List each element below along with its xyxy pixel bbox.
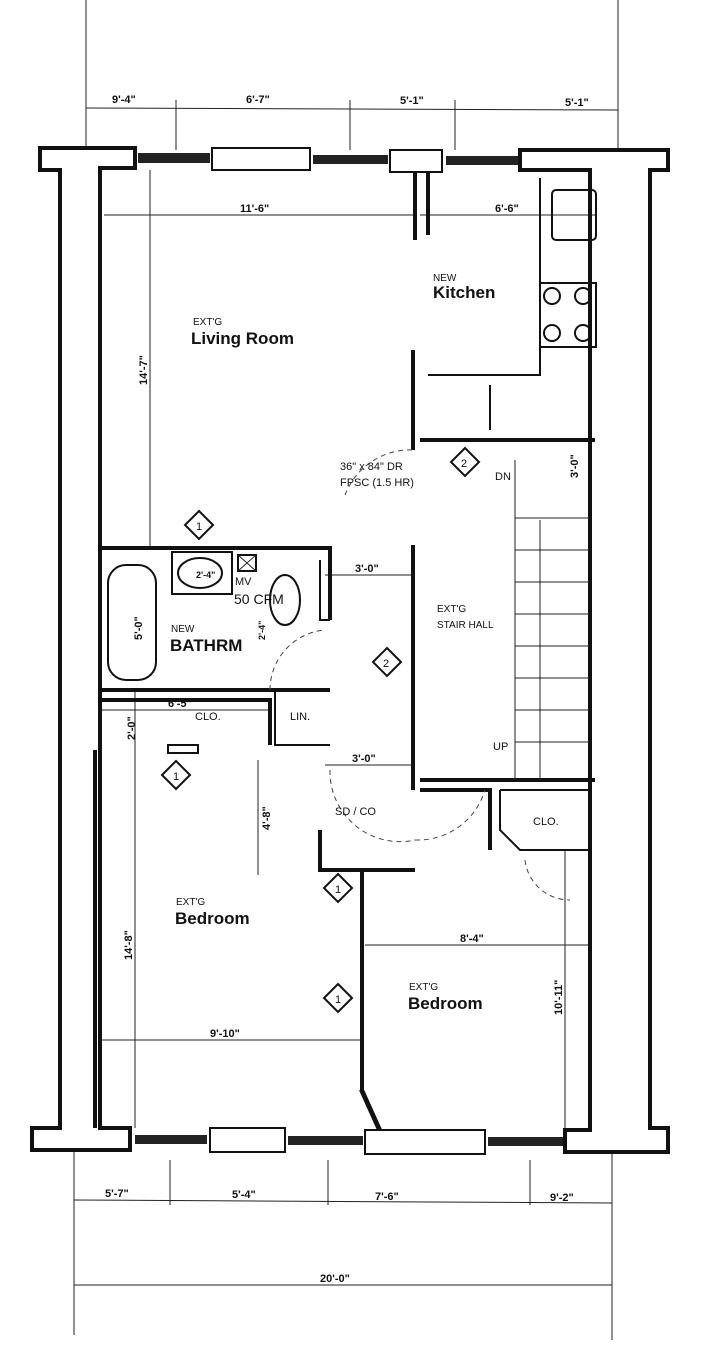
living-room-prefix: EXT'G xyxy=(193,317,222,328)
door-tag-2: 2 xyxy=(383,658,389,670)
linen-label: LIN. xyxy=(290,711,310,723)
stair-hall-label: STAIR HALL xyxy=(437,620,494,631)
door-tag-1: 1 xyxy=(173,771,179,783)
exterior-walls xyxy=(30,146,670,1155)
fan-note-2: 50 CFM xyxy=(234,591,284,607)
dim-top-4: 5'-1" xyxy=(565,97,589,109)
stair-dn: DN xyxy=(495,471,511,483)
kitchen-label: Kitchen xyxy=(433,283,495,302)
kitchen-sink xyxy=(551,189,597,241)
door-tag-1: 1 xyxy=(196,521,202,533)
bedroom2-label: Bedroom xyxy=(408,994,483,1013)
vanity xyxy=(171,551,233,595)
closet2-label: CLO. xyxy=(533,816,559,828)
door-spec-line1: 36" x 84" DR xyxy=(340,461,403,473)
closet-rod xyxy=(167,744,199,754)
dim-top-3: 5'-1" xyxy=(400,95,424,107)
dim-hall-lower: 3'-0" xyxy=(352,753,376,765)
sink xyxy=(177,557,223,589)
dim-top-2: 6'-7" xyxy=(246,94,270,106)
dim-top-1: 9'-4" xyxy=(112,94,136,106)
interior-walls xyxy=(93,172,595,1131)
smoke-detector-label: SD / CO xyxy=(335,806,376,818)
dim-overall: 20'-0" xyxy=(320,1273,350,1285)
living-room-label: Living Room xyxy=(191,329,294,348)
bedroom1-prefix: EXT'G xyxy=(176,897,205,908)
dim-bedroom1-depth: 14'-8" xyxy=(123,930,135,960)
window xyxy=(288,1136,363,1145)
dim-hall-upper: 3'-0" xyxy=(355,563,379,575)
dim-sink: 2'-4" xyxy=(196,570,215,580)
dimension-labels: 9'-4" 6'-7" 5'-1" 5'-1" 5'-7" 5'-4" 7'-6… xyxy=(105,94,589,1285)
door-tag-2: 2 xyxy=(461,458,467,470)
dim-living-width: 11'-6" xyxy=(240,203,269,215)
dim-bedroom2-width: 8'-4" xyxy=(460,933,484,945)
exhaust-fan xyxy=(237,554,257,572)
range xyxy=(539,282,597,348)
window xyxy=(446,156,518,165)
room-labels: EXT'G Living Room NEW Kitchen EXT'G STAI… xyxy=(170,273,495,1013)
stair-hall-prefix: EXT'G xyxy=(437,604,466,615)
door-tag-1: 1 xyxy=(335,994,341,1006)
dim-stair-width: 3'-0" xyxy=(569,454,581,478)
closet-label: CLO. xyxy=(195,711,221,723)
dim-bedroom2-depth: 10'-11" xyxy=(553,980,565,1015)
bathtub xyxy=(107,564,157,681)
fixtures xyxy=(107,189,597,901)
dim-living-depth: 14'-7" xyxy=(138,355,150,385)
dimension-lines xyxy=(73,0,619,1340)
dim-closet-depth: 2'-0" xyxy=(126,716,138,740)
door-tag-1: 1 xyxy=(335,884,341,896)
dim-tub: 5'-0" xyxy=(133,616,145,640)
bedroom2-prefix: EXT'G xyxy=(409,982,438,993)
stair-up: UP xyxy=(493,741,508,753)
dim-bottom-3: 7'-6" xyxy=(375,1191,399,1203)
dim-closet-width: 6'-5" xyxy=(168,698,192,710)
dim-hall-depth: 4'-8" xyxy=(261,806,273,830)
window xyxy=(488,1137,563,1146)
window xyxy=(313,155,388,164)
door-tags xyxy=(160,446,481,1014)
kitchen-prefix: NEW xyxy=(433,273,457,284)
window xyxy=(135,1135,207,1144)
window xyxy=(138,153,210,163)
door-spec-line2: FPSC (1.5 HR) xyxy=(340,477,414,489)
bathroom-label: BATHRM xyxy=(170,636,242,655)
dim-kitchen-width: 6'-6" xyxy=(495,203,519,215)
toilet xyxy=(269,574,301,626)
dim-toilet: 2'-4" xyxy=(257,621,267,640)
dim-bottom-1: 5'-7" xyxy=(105,1188,129,1200)
dim-bottom-2: 5'-4" xyxy=(232,1189,256,1201)
fan-note-1: MV xyxy=(235,576,252,588)
stairs xyxy=(514,460,590,780)
bathroom-prefix: NEW xyxy=(171,624,195,635)
dim-bedroom1-width: 9'-10" xyxy=(210,1028,240,1040)
notes: 36" x 84" DR FPSC (1.5 HR) MV 50 CFM DN … xyxy=(195,461,559,828)
dim-bottom-4: 9'-2" xyxy=(550,1192,574,1204)
bedroom1-label: Bedroom xyxy=(175,909,250,928)
